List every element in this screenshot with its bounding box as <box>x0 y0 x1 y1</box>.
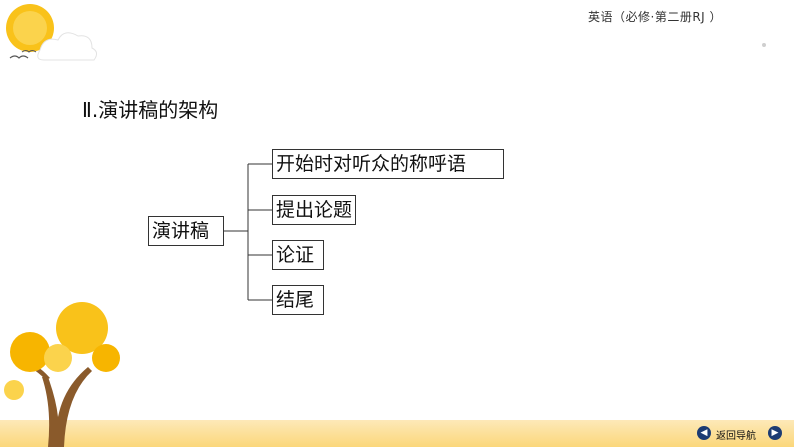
diagram-branch-node: 结尾 <box>272 285 324 315</box>
diagram-branch-node: 论证 <box>272 240 324 270</box>
tree-decoration <box>0 300 130 447</box>
tree-leaf <box>44 344 72 372</box>
diagram-root-node: 演讲稿 <box>148 216 224 246</box>
nav-prev-button[interactable]: ◀ <box>697 426 711 440</box>
diagram-branch-node: 开始时对听众的称呼语 <box>272 149 504 179</box>
tree-trunk <box>42 367 92 447</box>
nav-next-button[interactable]: ▶ <box>768 426 782 440</box>
tree-leaf <box>4 380 24 400</box>
nav-return-label[interactable]: 返回导航 <box>716 427 756 442</box>
tree-leaf <box>10 332 50 372</box>
diagram-branch-node: 提出论题 <box>272 195 356 225</box>
tree-leaf <box>92 344 120 372</box>
